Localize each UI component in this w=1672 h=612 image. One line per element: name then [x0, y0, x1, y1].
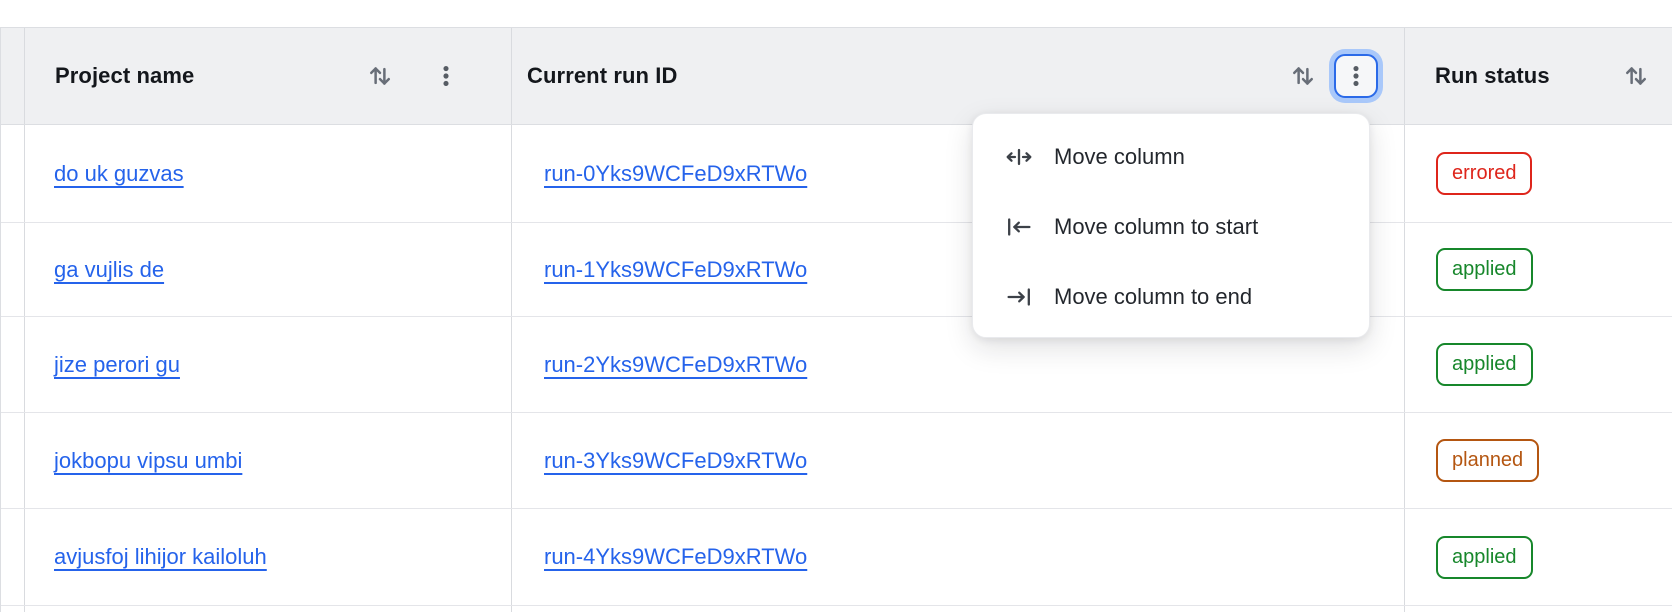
- project-link[interactable]: jize perori gu: [54, 351, 180, 377]
- project-link[interactable]: jokbopu vipsu umbi: [54, 447, 243, 473]
- project-link[interactable]: do uk guzvas: [54, 160, 184, 186]
- edge-column-header: [1, 28, 25, 124]
- edge-cell: [1, 317, 25, 412]
- move-column-to-end-icon: [1004, 282, 1034, 312]
- column-context-menu: Move column Move column to start Move co…: [972, 113, 1370, 338]
- project-link[interactable]: avjusfoj lihijor kailoluh: [54, 544, 267, 569]
- sort-arrows-icon[interactable]: [365, 61, 395, 91]
- menu-item-move-column-to-end[interactable]: Move column to end: [973, 262, 1369, 332]
- move-column-icon: [1004, 142, 1034, 172]
- column-header-label: Run status: [1435, 63, 1550, 88]
- move-column-to-start-icon: [1004, 212, 1034, 242]
- edge-cell: [1, 509, 25, 605]
- kebab-icon[interactable]: [431, 61, 461, 91]
- sort-arrows-icon[interactable]: [1621, 61, 1651, 91]
- menu-item-label: Move column to end: [1054, 284, 1253, 309]
- sort-arrows-icon[interactable]: [1288, 61, 1318, 91]
- run-id-link[interactable]: run-4Yks9WCFeD9xRTWo: [544, 544, 808, 569]
- run-id-link[interactable]: run-3Yks9WCFeD9xRTWo: [544, 447, 808, 473]
- status-badge: errored: [1436, 152, 1533, 195]
- table-header-row: Project name Current run ID: [1, 28, 1672, 125]
- edge-cell: [1, 223, 25, 316]
- status-badge: planned: [1436, 439, 1540, 482]
- menu-item-label: Move column: [1054, 144, 1185, 169]
- status-badge: applied: [1436, 535, 1533, 579]
- kebab-icon: [1341, 61, 1371, 91]
- column-header-project-name[interactable]: Project name: [25, 28, 512, 124]
- table-row: do uk guzvas run-0Yks9WCFeD9xRTWo errore…: [1, 125, 1672, 223]
- edge-cell: [1, 606, 25, 612]
- run-id-link[interactable]: run-1Yks9WCFeD9xRTWo: [544, 256, 808, 282]
- column-menu-button-focused[interactable]: [1334, 54, 1378, 98]
- table-row: jize perori gu run-2Yks9WCFeD9xRTWo appl…: [1, 317, 1672, 413]
- table-row: ga vujlis de run-1Yks9WCFeD9xRTWo applie…: [1, 223, 1672, 317]
- status-badge: applied: [1436, 343, 1533, 386]
- table-row: jokbopu vipsu umbi run-3Yks9WCFeD9xRTWo …: [1, 413, 1672, 509]
- run-id-link[interactable]: run-2Yks9WCFeD9xRTWo: [544, 351, 808, 377]
- menu-item-move-column[interactable]: Move column: [973, 122, 1369, 192]
- edge-cell: [1, 125, 25, 222]
- projects-table: Project name Current run ID: [0, 27, 1672, 612]
- project-link[interactable]: ga vujlis de: [54, 256, 165, 282]
- column-header-run-status[interactable]: Run status: [1405, 28, 1672, 124]
- menu-item-move-column-to-start[interactable]: Move column to start: [973, 192, 1369, 262]
- table-row-partial: [1, 606, 1672, 612]
- column-header-label: Project name: [55, 63, 195, 88]
- top-whitespace: [0, 0, 1672, 27]
- column-header-current-run-id[interactable]: Current run ID: [512, 28, 1405, 124]
- run-id-link[interactable]: run-0Yks9WCFeD9xRTWo: [544, 160, 808, 186]
- edge-cell: [1, 413, 25, 508]
- table-row: avjusfoj lihijor kailoluh run-4Yks9WCFeD…: [1, 509, 1672, 606]
- menu-item-label: Move column to start: [1054, 214, 1259, 239]
- status-badge: applied: [1436, 248, 1533, 291]
- column-header-label: Current run ID: [527, 63, 678, 88]
